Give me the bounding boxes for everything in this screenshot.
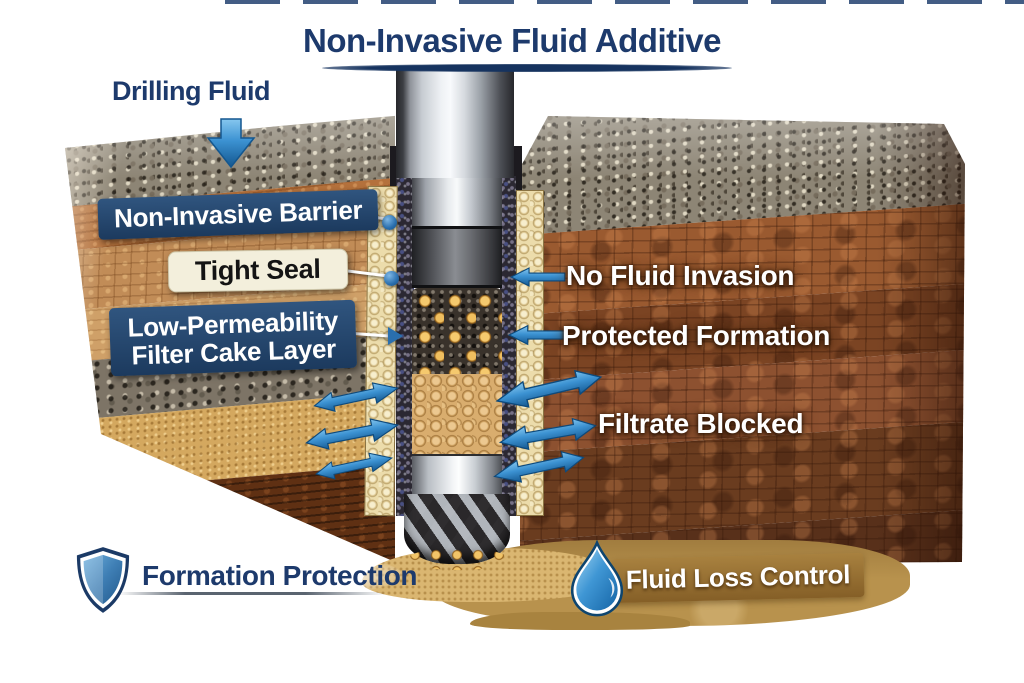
callout-label: Tight Seal — [194, 253, 321, 287]
page-title: Non-Invasive Fluid Additive — [303, 22, 722, 59]
shield-icon — [74, 546, 132, 614]
label-no-fluid-invasion: No Fluid Invasion — [552, 254, 809, 298]
callout-tight-seal: Tight Seal — [167, 248, 348, 293]
bit-chrome-collar — [412, 454, 502, 496]
additive-particles — [408, 548, 508, 570]
label-filtrate-blocked: Filtrate Blocked — [584, 402, 818, 446]
filtrate-arrow-icon — [310, 373, 402, 421]
water-droplet-icon — [566, 539, 628, 620]
callout-label-line2: Filter Cake Layer — [131, 333, 337, 371]
badge-fluid-loss-control: Fluid Loss Control — [625, 559, 851, 595]
filter-cake-pebble-section — [412, 374, 502, 454]
protected-formation-arrow-icon — [507, 320, 566, 350]
title-underline — [322, 64, 732, 72]
badge-underline — [118, 592, 386, 595]
badge-formation-protection: Formation Protection — [142, 560, 418, 591]
badge-highlight-swoosh — [92, 550, 402, 600]
no-fluid-invasion-arrow-icon — [509, 262, 566, 292]
label-text: Filtrate Blocked — [598, 408, 804, 439]
annulus-right — [500, 176, 516, 516]
drill-pipe — [396, 70, 514, 178]
sand-mound — [362, 548, 620, 602]
mud-splash-drip — [470, 612, 690, 630]
top-edge-artifact — [225, 0, 1024, 4]
filter-cake-additive-section — [412, 288, 502, 374]
badge-fluid-loss-control-banner: Fluid Loss Control — [611, 552, 865, 604]
leader-arrowhead — [388, 327, 403, 345]
leader-dot — [384, 271, 399, 286]
label-protected-formation: Protected Formation — [548, 314, 845, 358]
annulus-left — [396, 172, 414, 516]
label-text: No Fluid Invasion — [566, 260, 795, 291]
callout-label: Non-Invasive Barrier — [113, 194, 363, 234]
callout-low-permeability-filter-cake: Low-Permeability Filter Cake Layer — [108, 299, 358, 377]
drill-pipe-lower — [412, 178, 502, 226]
filtrate-arrow-icon — [492, 360, 607, 418]
filtrate-arrow-icon — [490, 443, 588, 492]
leader-dot — [382, 215, 397, 230]
label-text: Protected Formation — [562, 320, 831, 351]
drill-collar — [412, 226, 502, 288]
filtrate-arrow-icon — [312, 444, 396, 488]
filtrate-arrow-icon — [302, 409, 402, 459]
drilling-fluid-down-arrow-icon — [206, 116, 256, 170]
barrier-strip-right — [516, 190, 544, 516]
filtrate-arrow-icon — [496, 410, 600, 459]
drilling-fluid-label: Drilling Fluid — [112, 76, 270, 106]
